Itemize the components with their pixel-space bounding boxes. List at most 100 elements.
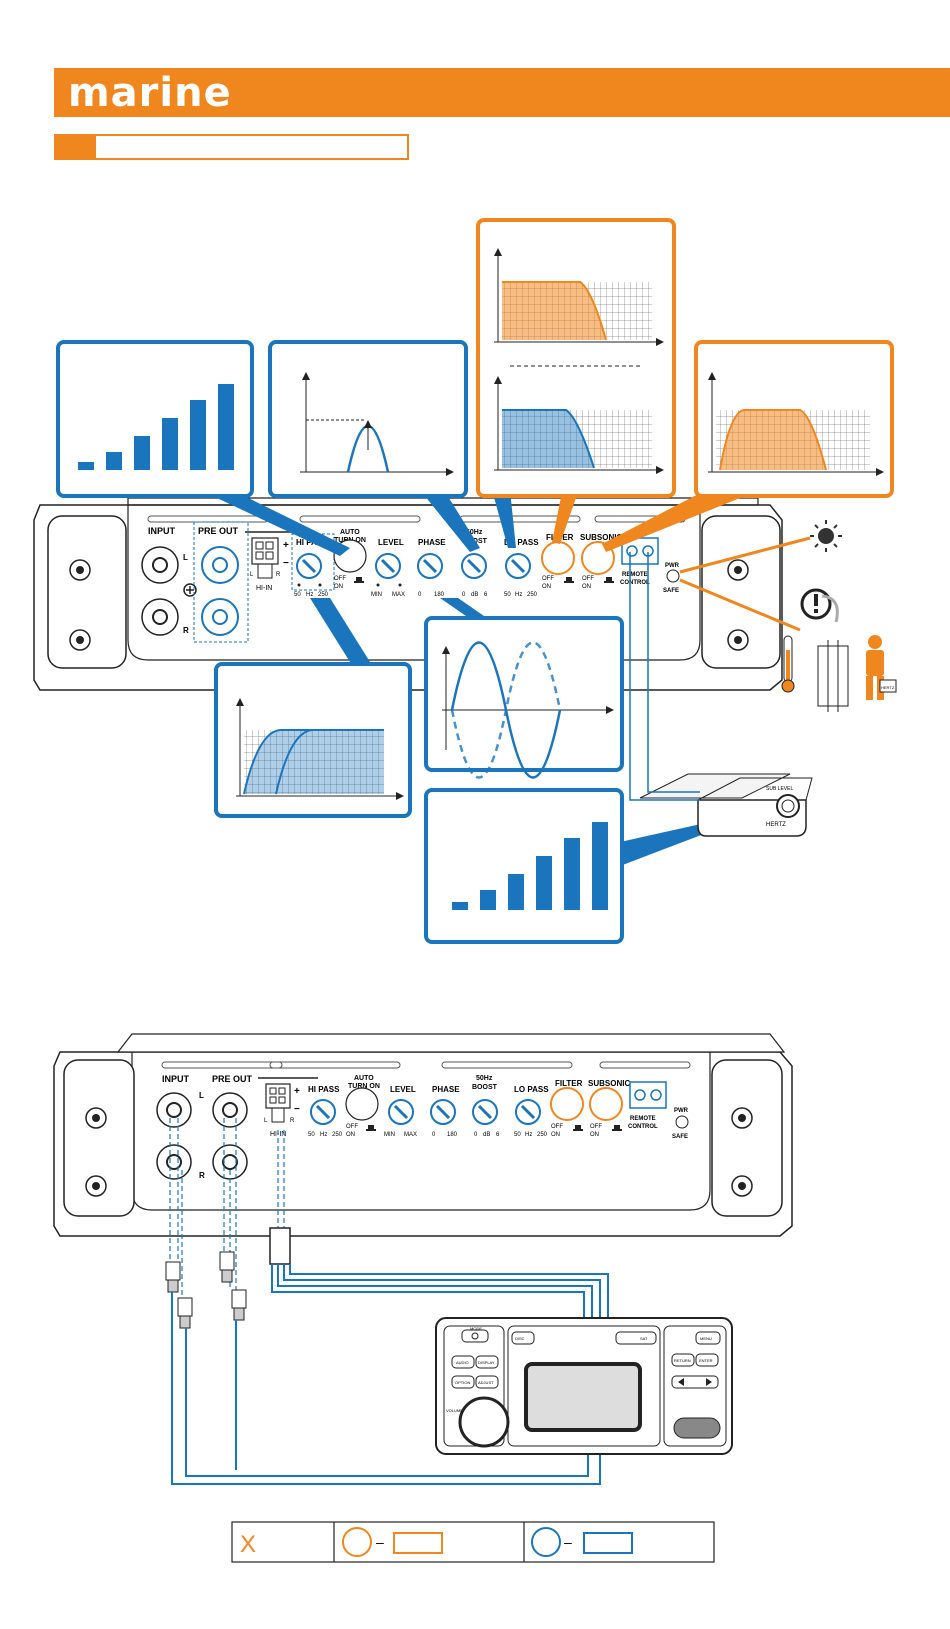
svg-text:dB: dB — [483, 1132, 490, 1138]
filter-switch[interactable] — [541, 541, 575, 575]
callout-hipass-filter — [214, 662, 412, 818]
hi-pass-knob[interactable] — [310, 1099, 336, 1125]
level-knob[interactable] — [375, 553, 401, 579]
callout-remote-level — [424, 788, 624, 944]
brand-logo: marine — [68, 70, 232, 116]
svg-text:−: − — [283, 558, 289, 569]
speaker-wires — [171, 1264, 609, 1485]
svg-text:MIN: MIN — [384, 1132, 395, 1138]
svg-text:50Hz: 50Hz — [476, 1075, 493, 1082]
svg-text:−: − — [294, 1104, 300, 1115]
boost-knob[interactable] — [461, 553, 487, 579]
subsonic-switch[interactable] — [589, 1087, 623, 1121]
mount-hole — [85, 1175, 107, 1197]
svg-text:50: 50 — [514, 1132, 521, 1138]
rca-preout-l[interactable] — [212, 1092, 248, 1128]
rca-input-r[interactable] — [141, 598, 179, 636]
svg-text:BOOST: BOOST — [472, 1084, 498, 1091]
level-knob[interactable] — [388, 1099, 414, 1125]
remote-level-knob[interactable]: SUB LEVEL HERTZ — [639, 773, 813, 837]
svg-text:OFF: OFF — [334, 576, 346, 582]
legend-blue-box — [583, 1532, 633, 1554]
svg-text:+: + — [283, 540, 289, 551]
enter-button[interactable] — [695, 1353, 719, 1367]
svg-text:RETURN: RETURN — [674, 1358, 691, 1363]
svg-text:ENTER: ENTER — [699, 1358, 713, 1363]
svg-text:250: 250 — [527, 592, 538, 598]
rca-preout-l[interactable] — [201, 546, 239, 584]
svg-text:CONTROL: CONTROL — [628, 1124, 658, 1130]
svg-text:ADJUST: ADJUST — [478, 1380, 494, 1385]
svg-text:CONTROL: CONTROL — [620, 580, 650, 586]
lo-pass-label: LO PASS — [504, 538, 539, 547]
hi-pass-knob[interactable] — [296, 553, 322, 579]
phase-knob[interactable] — [430, 1099, 456, 1125]
phase-knob[interactable] — [417, 553, 443, 579]
section-title-bar — [54, 134, 409, 160]
heatsink-icon — [817, 640, 849, 712]
legend: X – – — [231, 1521, 715, 1563]
filter-switch[interactable] — [550, 1087, 584, 1121]
disc-button[interactable] — [511, 1331, 535, 1345]
svg-text:R: R — [290, 1118, 295, 1124]
mount-hole — [727, 559, 749, 581]
pwr-led — [666, 569, 680, 583]
svg-text:50: 50 — [308, 1132, 315, 1138]
rca-preout-r[interactable] — [201, 598, 239, 636]
volume-knob[interactable] — [458, 1396, 510, 1448]
svg-text:0: 0 — [474, 1132, 478, 1138]
input-label: INPUT — [148, 526, 176, 536]
callout-level-bars — [56, 340, 254, 498]
svg-text:ON: ON — [551, 1132, 560, 1138]
subsonic-label: SUBSONIC — [588, 1079, 630, 1088]
mount-hole — [731, 1175, 753, 1197]
phase-label: PHASE — [432, 1085, 460, 1094]
mount-hole — [85, 1107, 107, 1129]
head-unit: MODE AUDIO DISPLAY OPTION ADJUST VOLUME … — [435, 1317, 733, 1455]
audio-button[interactable] — [451, 1355, 475, 1369]
thermometer-icon — [781, 635, 795, 693]
mount-hole — [731, 1107, 753, 1129]
rca-input-l[interactable] — [141, 546, 179, 584]
svg-text:50: 50 — [294, 592, 301, 598]
mount-hole — [69, 629, 91, 651]
menu-button[interactable] — [695, 1331, 721, 1345]
svg-text:REMOTE: REMOTE — [630, 1116, 656, 1122]
bottom-amplifier: INPUT L R PRE OUT L R HI-IN + − HI PASS … — [53, 1033, 793, 1237]
svg-text:AUTO: AUTO — [340, 529, 360, 536]
display-button[interactable] — [475, 1355, 499, 1369]
option-button[interactable] — [451, 1375, 475, 1389]
svg-text:SAFE: SAFE — [663, 588, 679, 594]
lo-pass-knob[interactable] — [505, 553, 531, 579]
svg-text:MAX: MAX — [404, 1132, 417, 1138]
svg-text:SUB LEVEL: SUB LEVEL — [766, 786, 793, 792]
lo-pass-knob[interactable] — [515, 1099, 541, 1125]
svg-text:180: 180 — [434, 592, 445, 598]
callout-lopass-filter — [476, 218, 676, 498]
rca-input-r[interactable] — [156, 1144, 192, 1180]
svg-text:OFF: OFF — [551, 1124, 563, 1130]
mount-hole — [727, 629, 749, 651]
lo-pass-label: LO PASS — [514, 1085, 549, 1094]
rca-input-l[interactable] — [156, 1092, 192, 1128]
auto-turn-on-switch[interactable] — [345, 1087, 379, 1121]
svg-text:Hz: Hz — [306, 592, 313, 598]
svg-text:MIN: MIN — [371, 592, 382, 598]
power-button[interactable] — [461, 1329, 489, 1343]
return-button[interactable] — [671, 1353, 695, 1367]
level-label: LEVEL — [390, 1085, 416, 1094]
svg-text:MAX: MAX — [392, 592, 405, 598]
adjust-button[interactable] — [475, 1375, 499, 1389]
svg-text:–: – — [564, 1534, 572, 1550]
svg-text:180: 180 — [447, 1132, 458, 1138]
boost-knob[interactable] — [472, 1099, 498, 1125]
callout-phase-waves — [424, 616, 624, 779]
sat-button[interactable] — [615, 1331, 657, 1345]
head-unit-display — [524, 1362, 642, 1432]
rca-plug-icon — [165, 1227, 291, 1329]
hi-pass-label: HI PASS — [308, 1085, 340, 1094]
svg-text:OPTION: OPTION — [455, 1380, 470, 1385]
remote-control-port[interactable] — [629, 1081, 667, 1109]
warning-icon — [800, 588, 839, 623]
mute-button[interactable] — [673, 1417, 721, 1439]
